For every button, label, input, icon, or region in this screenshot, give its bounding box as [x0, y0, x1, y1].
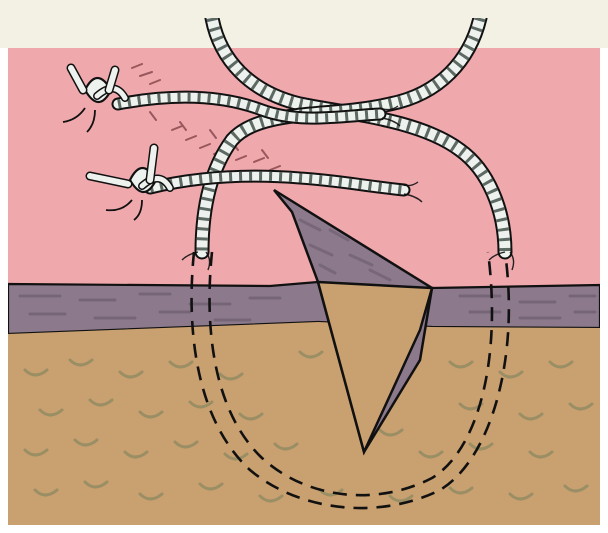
suture-diagram: [0, 0, 608, 533]
suture-illustration: [0, 0, 608, 533]
